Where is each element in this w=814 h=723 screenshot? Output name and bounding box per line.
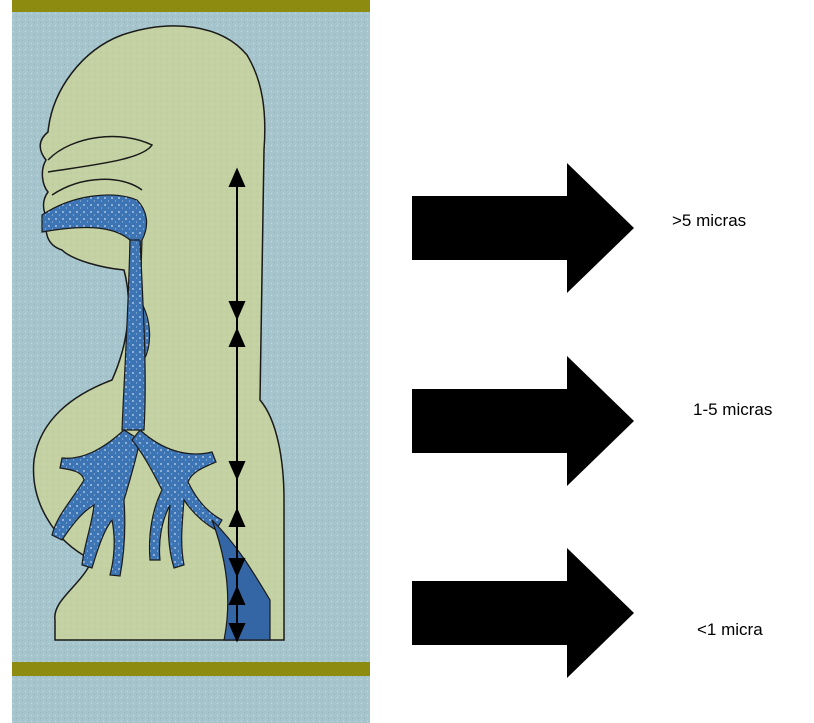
label-large-particles: >5 micras — [672, 211, 746, 231]
arrow-right-2 — [412, 356, 634, 486]
label-small-particles: <1 micra — [697, 620, 763, 640]
arrow-right-1 — [412, 163, 634, 293]
respiratory-tract-illustration — [12, 0, 370, 723]
label-medium-particles: 1-5 micras — [693, 400, 772, 420]
top-band — [12, 0, 370, 12]
arrow-right-3 — [412, 548, 634, 678]
bottom-band — [12, 662, 370, 676]
